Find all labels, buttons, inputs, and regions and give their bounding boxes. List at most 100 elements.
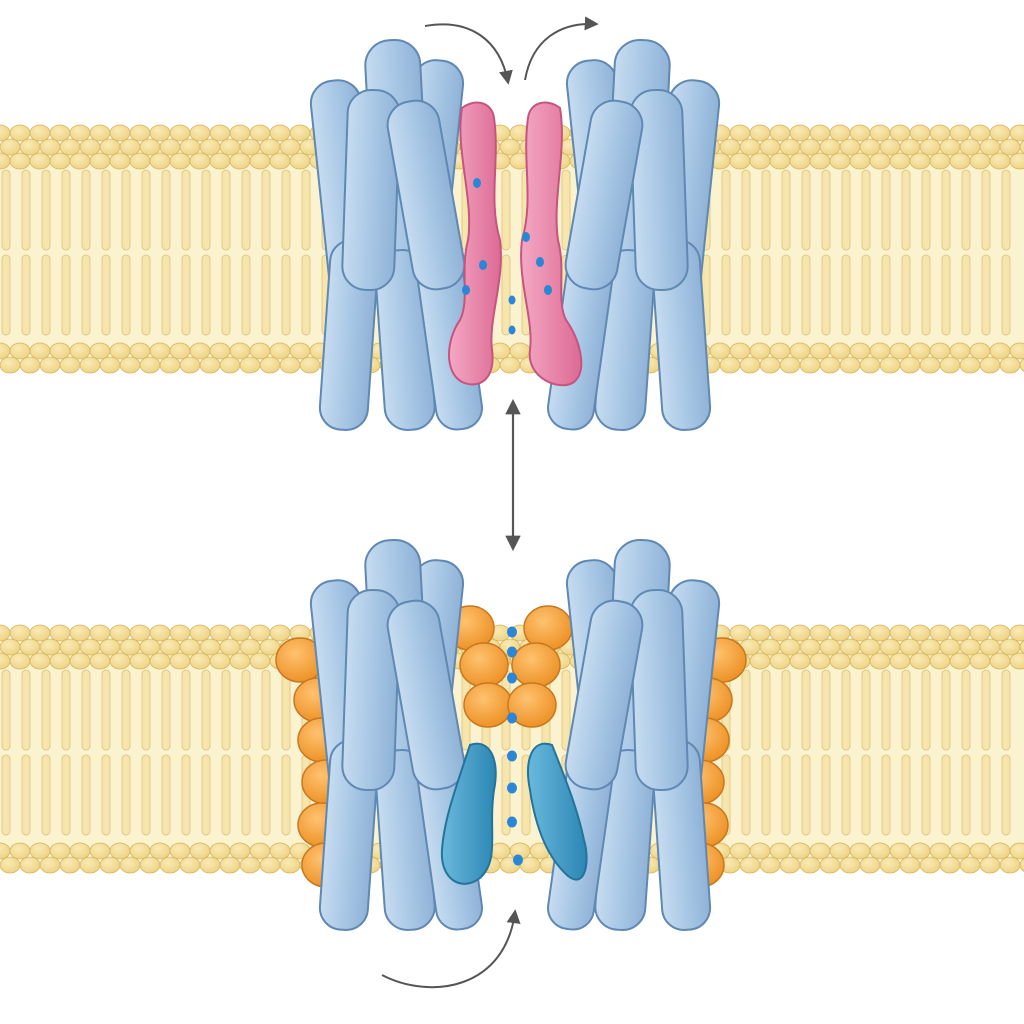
lipid-head [1019,858,1024,872]
lipid-head [759,356,781,374]
ion-particle [507,712,517,724]
orange-subunit [507,682,557,728]
lipid-head [19,138,41,156]
lipid-head [289,124,311,142]
lipid-head [149,624,171,642]
lipid-head [779,356,801,374]
lipid-head [249,624,271,642]
lipid-tail [141,669,151,751]
lipid-head [9,124,31,142]
lipid-head [789,842,811,860]
lipid-head [1009,152,1024,170]
lipid-head [39,356,61,374]
lipid-head [929,342,951,360]
pink-gating-domain-right [520,101,583,387]
lipid-head [819,356,841,374]
lipid-head [139,356,161,374]
lipid-head [509,342,531,360]
protein-helix [386,599,466,791]
protein-helix [564,599,644,791]
lipid-head [209,842,231,860]
lipid-head [959,138,981,156]
lipid-head [69,652,91,670]
lipid-head [1019,640,1024,654]
curved-arrow-icon [424,23,513,85]
lipid-head [249,124,271,142]
lipid-head [709,342,731,360]
lipid-head [839,138,861,156]
lipid-head [879,856,901,874]
lipid-tail [841,169,851,251]
bilayer-core [0,143,1024,355]
lipid-tail [181,254,191,336]
lipid-head [1009,342,1024,360]
orange-subunit [459,642,509,688]
lipid-head [129,624,151,642]
lipid-head [269,152,291,170]
lipid-head [239,638,261,656]
lipid-head [889,652,911,670]
lipid-head [929,624,951,642]
lipid-tail [901,669,911,751]
lipid-head [929,152,951,170]
lipid-head [759,856,781,874]
lipid-head [859,638,881,656]
lipid-head [99,138,121,156]
lipid-head [189,624,211,642]
lipid-tail [801,754,811,836]
lipid-head [69,842,91,860]
lipid-head [889,342,911,360]
lipid-head [189,124,211,142]
lipid-head [119,638,141,656]
lipid-tail [221,169,231,251]
lipid-head [989,342,1011,360]
lipid-tail [801,169,811,251]
lipid-head [89,342,111,360]
lipid-tail [741,754,751,836]
lipid-head [769,624,791,642]
lipid-head [819,638,841,656]
protein-helix [341,88,401,292]
lipid-head [799,356,821,374]
lipid-head [859,356,881,374]
lipid-head [999,356,1021,374]
lipid-tail [781,169,791,251]
lipid-head [979,638,1001,656]
lipid-head [199,638,221,656]
pink-gating-domain-left [448,101,502,386]
lipid-tail [161,669,171,751]
lipid-tail [761,254,771,336]
lipid-head [819,856,841,874]
lipid-head [749,152,771,170]
lipid-head [109,152,131,170]
lipid-head [499,356,521,374]
lipid-head [809,652,831,670]
lipid-tail [181,169,191,251]
lipid-tail [781,254,791,336]
lipid-tail [161,169,171,251]
lipid-head [739,356,761,374]
curved-arrow-icon [524,16,599,81]
lipid-tail [901,169,911,251]
lipid-head [119,356,141,374]
lipid-tail [801,669,811,751]
lipid-head [979,138,1001,156]
lipid-head [869,342,891,360]
lipid-head [9,652,31,670]
lipid-head [19,638,41,656]
lipid-head [749,342,771,360]
lipid-head [879,638,901,656]
lipid-head [809,152,831,170]
lipid-head [79,356,101,374]
lipid-head [279,138,301,156]
protein-subunit-left [309,538,483,931]
lipid-head [839,356,861,374]
lipid-tail [761,669,771,751]
lipid-tail [721,169,731,251]
lipid-head [789,152,811,170]
lipid-tail [201,669,211,751]
lipid-tail [41,669,51,751]
lipid-tail [281,754,291,836]
binding-site-dot [544,285,552,295]
lipid-head [9,152,31,170]
